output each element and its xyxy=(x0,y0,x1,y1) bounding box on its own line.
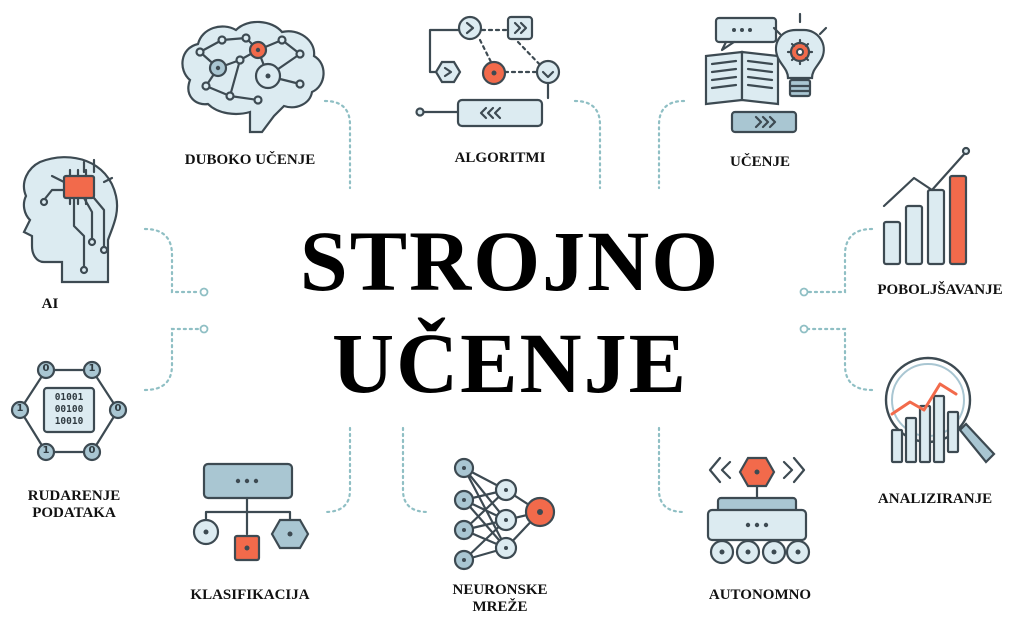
binary-node: 1 xyxy=(16,403,24,414)
classification-tree-icon xyxy=(192,462,310,562)
label-neuronske-mreze: NEURONSKE MREŽE xyxy=(452,582,548,616)
binary-rows: 01001 00100 10010 xyxy=(44,392,94,428)
label-algoritmi: ALGORITMI xyxy=(454,150,546,166)
connector-lines xyxy=(143,99,874,514)
label-ai: AI xyxy=(41,296,59,312)
binary-node: 0 xyxy=(42,363,50,374)
label-rudarenje-podataka: RUDARENJE PODATAKA xyxy=(27,488,121,522)
label-ucenje: UČENJE xyxy=(729,154,790,170)
algorithm-flowchart-icon xyxy=(415,15,561,128)
brain-network-icon xyxy=(181,20,325,134)
title-line-1: STROJNO xyxy=(299,213,721,309)
binary-node: 0 xyxy=(114,403,122,414)
binary-row: 00100 xyxy=(54,404,84,415)
label-analiziranje: ANALIZIRANJE xyxy=(877,491,993,507)
ai-head-chip-icon xyxy=(22,156,119,284)
label-klasifikacija: KLASIFIKACIJA xyxy=(190,587,310,603)
binary-node: 0 xyxy=(88,445,96,456)
label-autonomno: AUTONOMNO xyxy=(708,587,812,603)
autonomous-robot-icon xyxy=(706,456,811,565)
label-poboljsavanje: POBOLJŠAVANJE xyxy=(877,282,1003,298)
label-duboko-ucenje: DUBOKO UČENJE xyxy=(184,152,316,168)
title-line-2: UČENJE xyxy=(331,315,689,411)
data-mining-icon xyxy=(10,360,128,462)
neural-network-icon xyxy=(453,457,556,571)
book-lightbulb-icon xyxy=(704,12,828,134)
binary-row: 10010 xyxy=(54,416,84,427)
binary-node: 1 xyxy=(42,445,50,456)
magnifier-chart-icon xyxy=(884,356,996,464)
binary-node: 1 xyxy=(88,363,96,374)
binary-row: 01001 xyxy=(54,392,84,403)
growth-bar-chart-icon xyxy=(882,146,971,266)
